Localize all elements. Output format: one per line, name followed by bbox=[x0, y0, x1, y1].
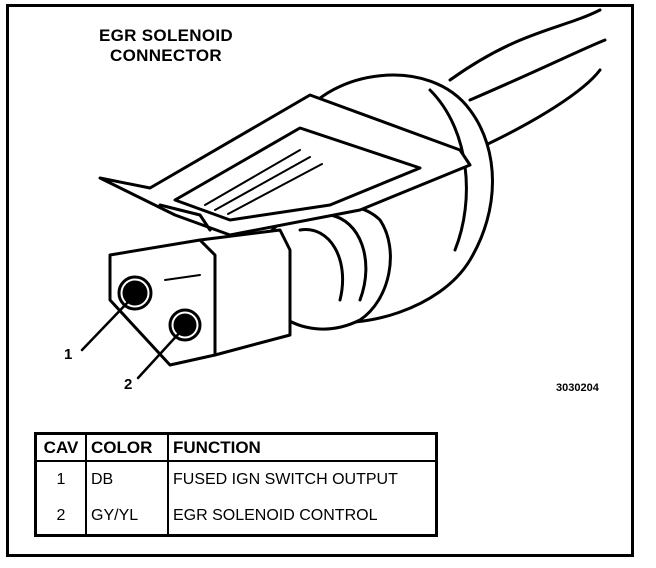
header-cav: CAV bbox=[35, 433, 86, 462]
latch-tab bbox=[158, 203, 212, 232]
table-row: 1 DB FUSED IGN SWITCH OUTPUT bbox=[36, 461, 437, 498]
cell-color: GY/YL bbox=[85, 498, 168, 536]
cell-cav: 2 bbox=[56, 507, 66, 524]
table-header-row: CAV COLOR FUNCTION bbox=[35, 433, 437, 462]
table-row: 2 GY/YL EGR SOLENOID CONTROL bbox=[36, 498, 437, 536]
wire-3 bbox=[473, 68, 602, 152]
cell-function: FUSED IGN SWITCH OUTPUT bbox=[167, 461, 437, 498]
sleeve-ring-2 bbox=[328, 213, 368, 302]
diagram-frame bbox=[6, 4, 634, 557]
leader-line-2 bbox=[136, 328, 184, 380]
title-line-2: CONNECTOR bbox=[110, 46, 222, 65]
wire-1 bbox=[448, 8, 602, 82]
wire-2 bbox=[468, 38, 607, 102]
latch-ribs bbox=[204, 149, 323, 215]
locking-latch bbox=[98, 93, 472, 237]
cell-color: DB bbox=[85, 461, 168, 498]
pin-label-2: 2 bbox=[124, 376, 133, 393]
pin-label-1: 1 bbox=[64, 346, 73, 363]
cavity-2-pin bbox=[173, 313, 197, 337]
figure-id: 3030204 bbox=[556, 382, 599, 394]
header-color: COLOR bbox=[85, 433, 168, 462]
connector-side bbox=[198, 228, 292, 357]
cell-cav: 1 bbox=[56, 471, 66, 488]
latch-slot bbox=[173, 126, 422, 222]
face-divider bbox=[164, 274, 201, 281]
diagram-title: EGR SOLENOID CONNECTOR bbox=[76, 26, 256, 66]
title-line-1: EGR SOLENOID bbox=[99, 26, 233, 45]
cavity-1-pin bbox=[122, 280, 148, 306]
cell-function: EGR SOLENOID CONTROL bbox=[167, 498, 437, 536]
sleeve-ring-1 bbox=[298, 228, 345, 302]
leader-line-1 bbox=[80, 298, 132, 352]
wiring-table: CAV COLOR FUNCTION 1 DB FUSED IGN SWITCH… bbox=[34, 432, 438, 537]
header-function: FUNCTION bbox=[167, 433, 437, 462]
